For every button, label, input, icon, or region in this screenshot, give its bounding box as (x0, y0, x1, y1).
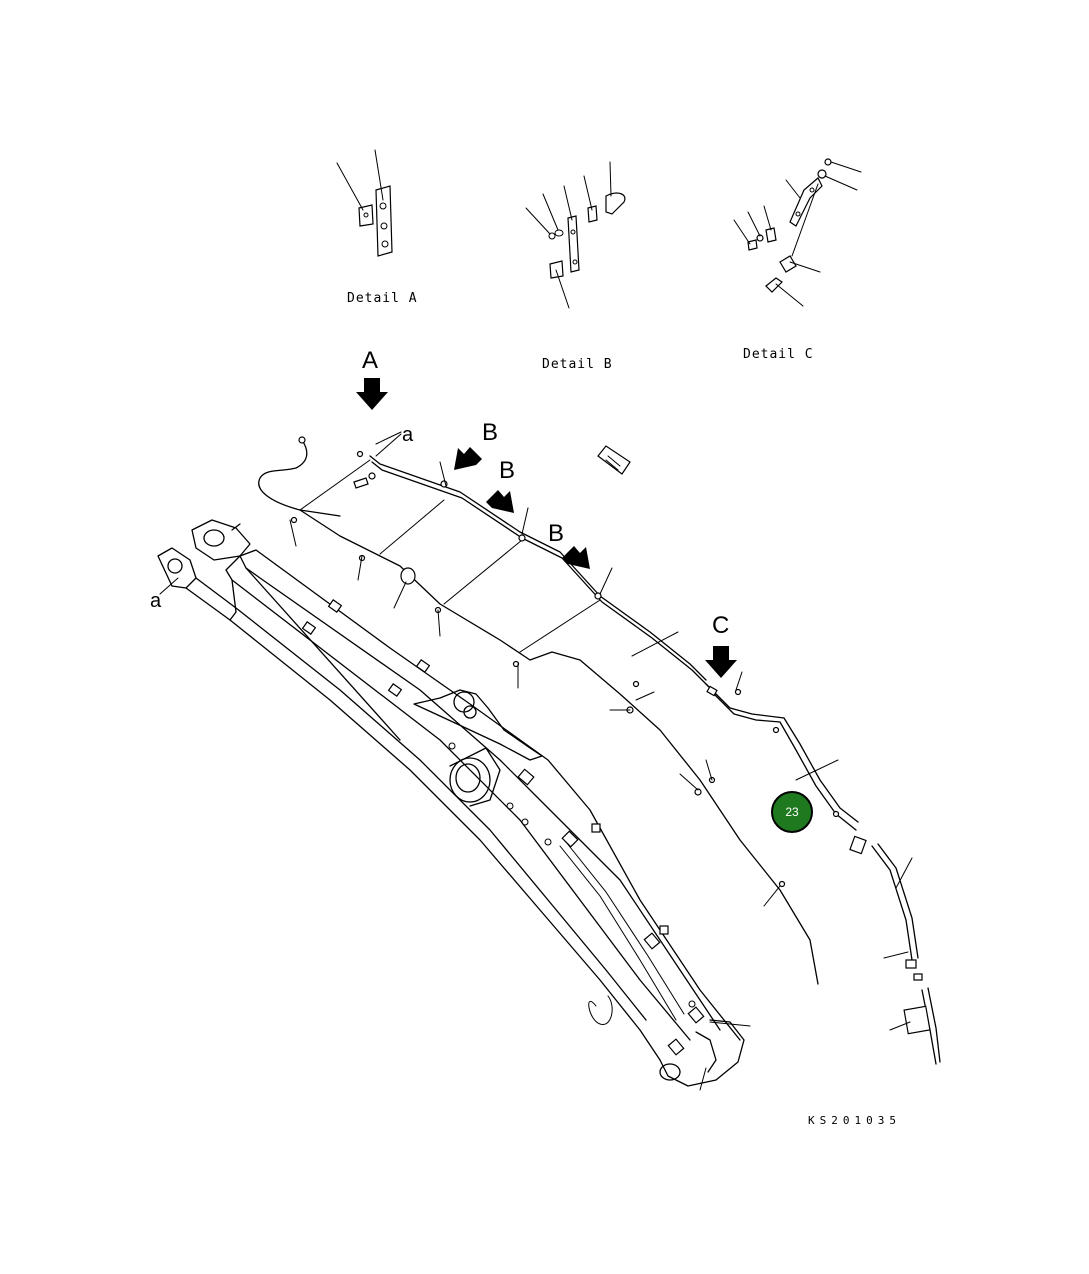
label-plate (597, 445, 631, 475)
view-arrow-b2-letter: B (499, 457, 515, 484)
detail-c-label: Detail C (743, 347, 814, 362)
view-arrow-b3 (562, 546, 590, 569)
callout-number: 23 (785, 805, 799, 819)
view-arrow-b1 (454, 447, 482, 470)
view-arrow-a (356, 378, 388, 410)
boom-structure (157, 519, 751, 1091)
view-arrow-c (705, 646, 737, 678)
view-arrow-b3-letter: B (548, 520, 564, 547)
wiring-harness (258, 436, 941, 1065)
view-arrow-b2 (486, 490, 514, 513)
reference-mark-a-top: a (402, 424, 414, 446)
view-arrow-a-letter: A (362, 347, 378, 374)
callout-badge[interactable]: 23 (771, 791, 813, 833)
view-arrow-b1-letter: B (482, 419, 498, 446)
reference-mark-a-left: a (150, 590, 162, 612)
detail-c-drawing (733, 158, 862, 307)
detail-a-label: Detail A (347, 291, 418, 306)
drawing-code: KS201035 (808, 1114, 901, 1127)
view-arrow-c-letter: C (712, 612, 729, 639)
detail-b-drawing (525, 161, 626, 309)
detail-b-label: Detail B (542, 357, 613, 372)
detail-a-drawing (336, 149, 393, 257)
